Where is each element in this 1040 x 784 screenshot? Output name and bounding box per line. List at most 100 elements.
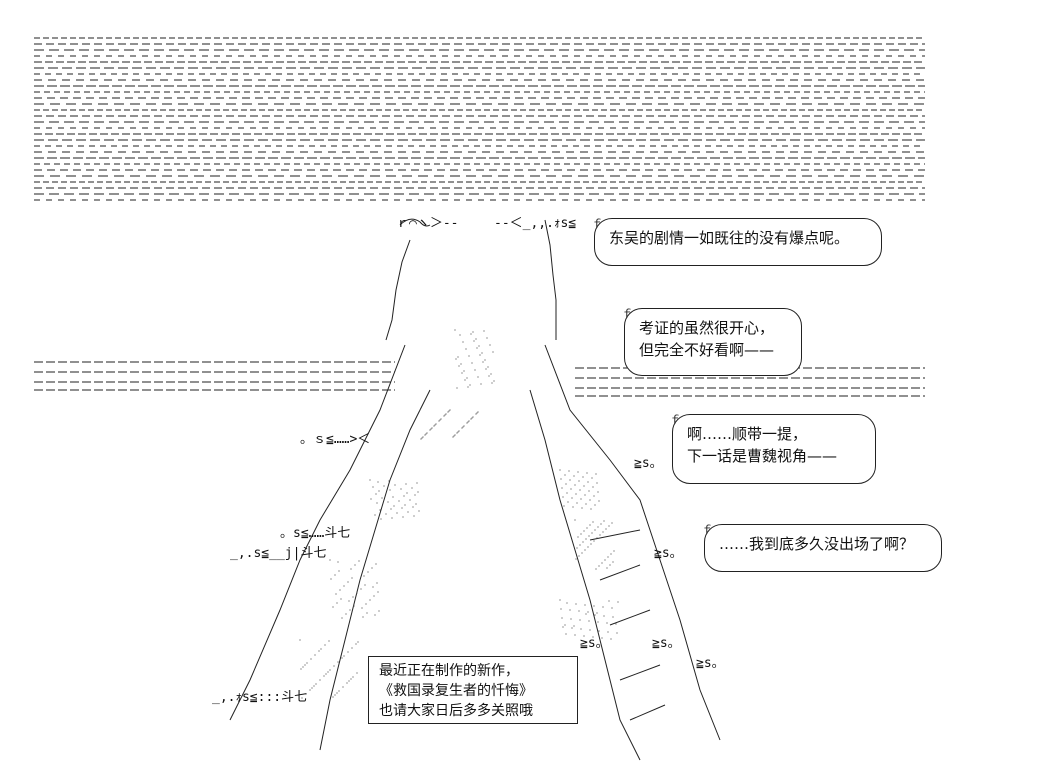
texture-dot: [561, 617, 563, 619]
texture-dot: [334, 574, 336, 576]
texture-dot: [592, 521, 594, 523]
texture-dot: [311, 687, 313, 689]
texture-dot: [479, 354, 481, 356]
texture-dot: [381, 497, 383, 499]
texture-dot: [336, 692, 338, 694]
texture-dot: [449, 409, 451, 411]
texture-dot: [593, 495, 595, 497]
texture-dot: [425, 433, 427, 435]
texture-dot: [589, 629, 591, 631]
texture-dot: [374, 514, 376, 516]
texture-dot: [315, 683, 317, 685]
texture-dot: [378, 610, 380, 612]
texture-dot: [325, 673, 327, 675]
texture-dot: [612, 616, 614, 618]
texture-dot: [475, 413, 477, 415]
texture-dot: [473, 340, 475, 342]
texture-dot: [608, 600, 610, 602]
texture-dot: [349, 609, 351, 611]
texture-dot: [477, 411, 479, 413]
texture-dot: [594, 614, 596, 616]
texture-dot: [391, 517, 393, 519]
texture-dot: [472, 416, 474, 418]
texture-dot: [582, 541, 584, 543]
texture-dot: [320, 648, 322, 650]
texture-dot: [583, 485, 585, 487]
texture-dot: [352, 676, 354, 678]
texture-dot: [465, 348, 467, 350]
texture-dot: [566, 602, 568, 604]
texture-dot: [385, 513, 387, 515]
texture-dot: [424, 434, 426, 436]
texture-dot: [574, 634, 576, 636]
texture-dot: [584, 604, 586, 606]
texture-dot: [364, 584, 366, 586]
texture-dot: [578, 480, 580, 482]
texture-dot: [435, 423, 437, 425]
texture-dot: [577, 471, 579, 473]
texture-dot: [593, 605, 595, 607]
texture-dot: [363, 575, 365, 577]
texture-dot: [343, 585, 345, 587]
texture-dot: [590, 543, 592, 545]
texture-dot: [445, 413, 447, 415]
texture-dot: [571, 497, 573, 499]
texture-dot: [570, 488, 572, 490]
texture-dot: [597, 526, 599, 528]
texture-dot: [585, 538, 587, 540]
texture-dot: [603, 520, 605, 522]
notice-line: 《救国录复生者的忏悔》: [379, 683, 533, 699]
texture-dot: [616, 632, 618, 634]
texture-dot: [335, 593, 337, 595]
texture-dot: [478, 345, 480, 347]
texture-dot: [481, 352, 483, 354]
ascii-head-right: ‐-＜_,,.ｫs≦: [494, 216, 577, 231]
texture-dot: [369, 599, 371, 601]
texture-dot: [563, 505, 565, 507]
texture-dot: [574, 484, 576, 486]
speech-bubble-3: ｆ 啊……顺带一提， 下一话是曹魏视角——: [669, 413, 876, 484]
texture-dot: [460, 363, 462, 365]
texture-dot: [369, 479, 371, 481]
texture-dot: [581, 552, 583, 554]
ascii-right-4: ≧s。: [696, 656, 725, 671]
ascii-star-3: _,.ｫs≦:::斗七: [212, 690, 308, 705]
texture-dot: [606, 567, 608, 569]
texture-dot: [434, 424, 436, 426]
texture-dot: [405, 483, 407, 485]
texture-dot: [583, 635, 585, 637]
texture-dot: [375, 493, 377, 495]
ascii-head-left: ｒ⌒ヽ＞-‐: [396, 216, 459, 231]
texture-dot: [615, 623, 617, 625]
texture-dot: [475, 338, 477, 340]
texture-dot: [594, 504, 596, 506]
texture-dot: [587, 611, 589, 613]
texture-dot: [426, 432, 428, 434]
texture-dot: [463, 425, 465, 427]
texture-dot: [356, 672, 358, 674]
speech-bubble-1: ｆ 东吴的剧情一如既往的没有爆点呢。: [591, 217, 882, 266]
texture-dot: [330, 578, 332, 580]
texture-dot: [491, 382, 493, 384]
texture-dot: [456, 387, 458, 389]
texture-dot: [584, 494, 586, 496]
texture-dot: [610, 553, 612, 555]
texture-dot: [365, 603, 367, 605]
texture-dot: [559, 599, 561, 601]
texture-dot: [584, 549, 586, 551]
texture-dot: [617, 601, 619, 603]
texture-dot: [576, 502, 578, 504]
texture-dot: [338, 570, 340, 572]
texture-dot: [329, 669, 331, 671]
texture-dot: [593, 540, 595, 542]
texture-dot: [589, 499, 591, 501]
texture-dot: [600, 523, 602, 525]
texture-dot: [332, 606, 334, 608]
texture-dot: [477, 376, 479, 378]
texture-dot: [329, 559, 331, 561]
texture-dot: [591, 477, 593, 479]
texture-dot: [597, 621, 599, 623]
texture-dot: [586, 472, 588, 474]
texture-dot: [309, 689, 311, 691]
texture-dot: [448, 410, 450, 412]
